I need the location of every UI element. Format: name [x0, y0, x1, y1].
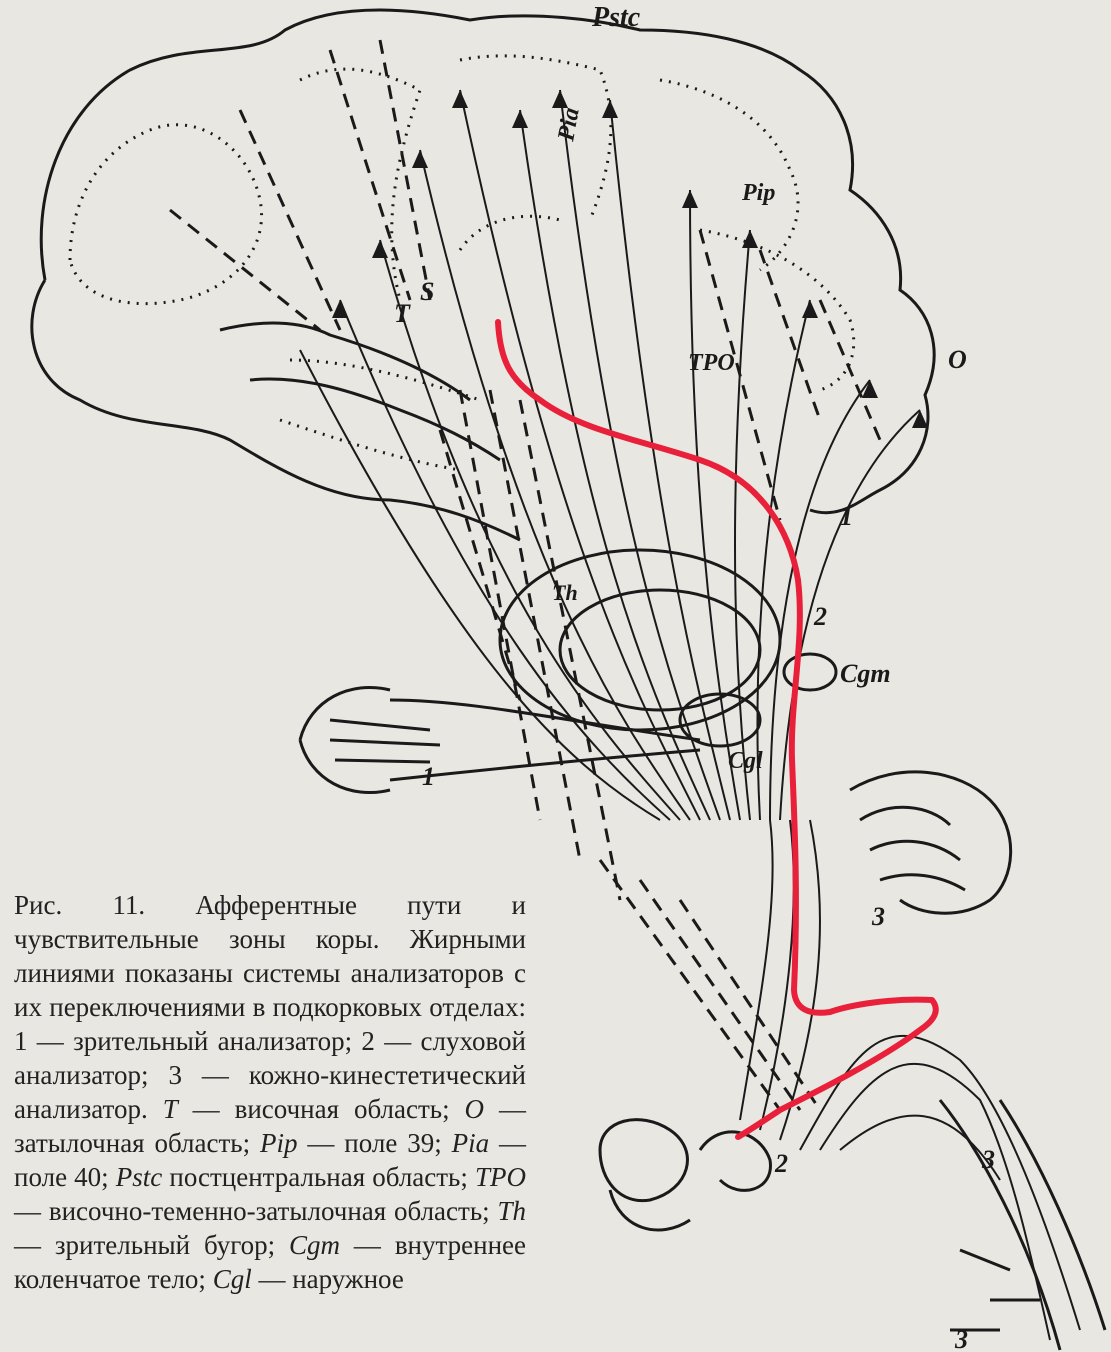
label-s: S	[420, 277, 434, 306]
caption-legend: T — височная область; O — затылочная обл…	[14, 1094, 526, 1294]
label-path-2-ear: 2	[774, 1149, 788, 1178]
highlighted-auditory-path	[498, 322, 936, 1137]
legend-entry: Pip — поле 39;	[260, 1128, 452, 1158]
dotted-gyri	[70, 56, 854, 470]
label-pia: Pia	[553, 106, 585, 144]
label-path-3-bottom: 3	[954, 1325, 968, 1352]
legend-abbr: Pia	[452, 1128, 490, 1158]
legend-desc: постцентральная область;	[162, 1162, 475, 1192]
legend-desc: — поле 39;	[298, 1128, 452, 1158]
label-path-1-eye: 1	[422, 762, 435, 791]
label-path-1-top: 1	[840, 502, 853, 531]
legend-abbr: TPO	[475, 1162, 526, 1192]
legend-abbr: Pstc	[116, 1162, 163, 1192]
label-pstc: Pstc	[591, 2, 641, 33]
label-cgm: Cgm	[840, 659, 891, 688]
label-path-3-right: 3	[981, 1145, 995, 1174]
legend-abbr: Th	[497, 1196, 526, 1226]
legend-abbr: Cgm	[289, 1230, 340, 1260]
legend-abbr: T	[163, 1094, 178, 1124]
label-pip: Pip	[741, 180, 775, 206]
figure-caption: Рис. 11. Афферентные пути и чувствительн…	[14, 888, 526, 1296]
legend-desc: — височно-теменно-затылочная область;	[14, 1196, 497, 1226]
label-o: O	[948, 345, 967, 374]
legend-entry: T — височная область;	[163, 1094, 465, 1124]
legend-desc: — зрительный бугор;	[14, 1230, 289, 1260]
cortex-outline	[32, 10, 1011, 913]
legend-abbr: Cgl	[213, 1264, 252, 1294]
label-tpo: TPO	[688, 350, 735, 376]
legend-abbr: Pip	[260, 1128, 298, 1158]
label-t: T	[394, 299, 411, 328]
label-th: Th	[552, 580, 578, 605]
label-path-2-top: 2	[813, 602, 827, 631]
legend-entry: Pstc постцентральная область;	[116, 1162, 475, 1192]
caption-figure-number: Рис. 11.	[14, 890, 145, 920]
label-path-3-mid: 3	[871, 902, 885, 931]
label-cgl: Cgl	[728, 748, 763, 774]
eye-symbol	[300, 687, 700, 792]
legend-desc: — височная область;	[178, 1094, 465, 1124]
arrowheads	[332, 90, 928, 428]
legend-desc: — наружное	[252, 1264, 404, 1294]
legend-entry: Cgl — наружное	[213, 1264, 404, 1294]
legend-abbr: O	[465, 1094, 485, 1124]
